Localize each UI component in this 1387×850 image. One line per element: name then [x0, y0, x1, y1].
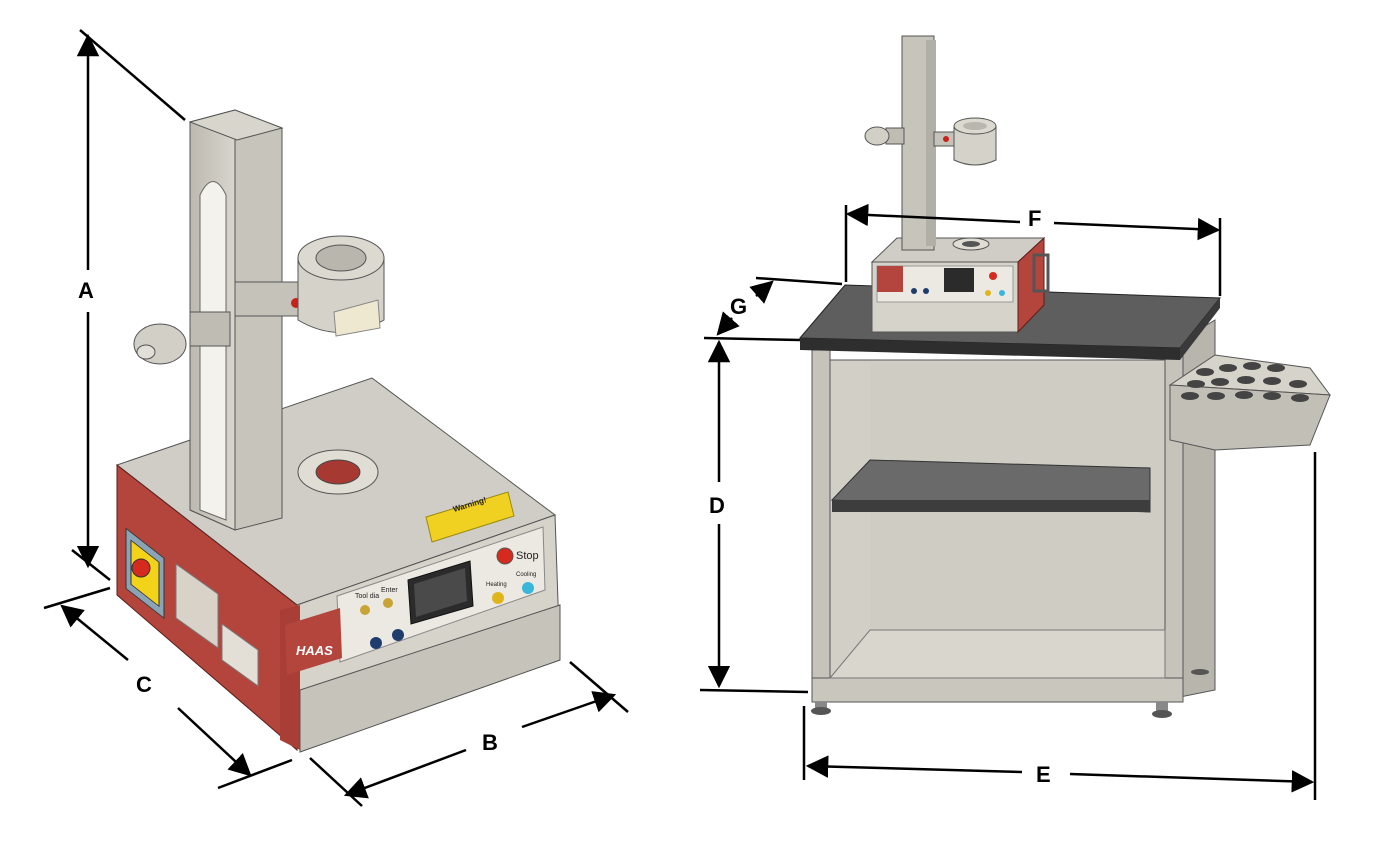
small-coil-hole [963, 122, 987, 130]
right-arrow-button[interactable] [392, 629, 404, 641]
dimension-lines-left: A C B [43, 29, 629, 807]
coil-hole [315, 244, 367, 272]
cooling-button[interactable] [522, 582, 534, 594]
stop-button[interactable] [496, 547, 514, 565]
coil-warning-label [333, 299, 381, 337]
small-unit-btn-2 [923, 288, 929, 294]
small-coil-body [953, 125, 997, 166]
cart-foot-left [815, 702, 827, 710]
main-switch-knob[interactable] [131, 558, 151, 578]
dim-c-extension-left [43, 586, 111, 610]
handle-tip [136, 344, 156, 360]
dim-c-lower [177, 707, 252, 777]
dim-d-extension-bottom [699, 688, 809, 694]
cart-foot-left-pad [811, 707, 831, 715]
column-top [188, 109, 284, 141]
small-unit-logo [877, 266, 903, 292]
cart-bottom-rail [811, 677, 1184, 703]
dim-g-extension-top [755, 276, 843, 286]
heating-label: Heating [486, 582, 507, 588]
cart-floor [828, 629, 1166, 679]
small-unit-side [1017, 236, 1045, 334]
nameplate-label [175, 563, 219, 649]
tool-dia-label: Tool dia [355, 593, 379, 600]
dim-label-c: C [136, 672, 152, 697]
dim-b-upper [521, 691, 617, 729]
column-slot [199, 181, 227, 521]
dim-label-b: B [482, 730, 498, 755]
small-handle-knob [864, 126, 890, 146]
dim-b-lower [343, 748, 467, 799]
cart-tabletop-edge [800, 338, 1180, 360]
unit-base-band [299, 604, 561, 753]
tool-tray-front [1169, 384, 1331, 451]
dim-b-extension-right [569, 661, 629, 713]
small-unit-screen [944, 268, 974, 292]
small-coil-indicator [943, 136, 949, 142]
tool-tray-holes [1181, 362, 1309, 402]
small-unit-heat [985, 290, 991, 296]
dim-c-extension-right [217, 758, 293, 790]
enter-label: Enter [381, 587, 398, 594]
dim-a-extension-bottom [71, 549, 111, 581]
dim-e-right [1069, 770, 1315, 793]
cart-foot-right-pad [1152, 710, 1172, 718]
tool-dia-button[interactable] [360, 605, 370, 615]
display-inner [414, 568, 467, 617]
top-ring-hole [315, 459, 361, 485]
enter-button[interactable] [383, 598, 393, 608]
cart-assembly [798, 35, 1332, 718]
cart-shelf-edge [832, 500, 1150, 512]
dim-label-a: A [78, 278, 94, 303]
small-column-side [926, 40, 936, 246]
small-unit-cool [999, 290, 1005, 296]
stop-label: Stop [516, 550, 539, 562]
dim-label-f: F [1028, 206, 1041, 231]
dim-f-right [1053, 217, 1221, 241]
dim-g-lower [716, 311, 740, 336]
cooling-label: Cooling [516, 572, 536, 578]
handle-arm [189, 311, 231, 347]
haas-logo-text: HAAS [296, 643, 333, 658]
small-unit-btn-1 [911, 288, 917, 294]
dimension-lines-right: F G D E [699, 203, 1317, 800]
small-unit-stop [989, 272, 997, 280]
heating-button[interactable] [492, 592, 504, 604]
cart-foot-right [1156, 702, 1168, 712]
dim-label-d: D [709, 493, 725, 518]
dim-c-upper [60, 604, 129, 661]
warning-sticker [425, 491, 515, 543]
dim-e-left [805, 755, 1023, 778]
cart-foot-back-pad [1191, 669, 1209, 675]
haas-logo-block [285, 608, 342, 675]
cart-tabletop-side [1180, 298, 1220, 360]
dim-d-extension-top [703, 336, 801, 342]
cart-left-post [811, 349, 831, 693]
small-unit-handle [1032, 253, 1050, 293]
spec-label [221, 623, 259, 687]
small-unit-ring-hole [962, 241, 980, 247]
dim-b-extension-left [309, 757, 363, 807]
dim-g-upper [749, 280, 774, 304]
dim-a-extension-top [79, 29, 186, 121]
dim-label-e: E [1036, 762, 1051, 787]
dim-f-left [845, 203, 1021, 227]
shrink-fit-unit: Tool dia Enter Stop Heating Cooling HAAS… [115, 109, 561, 753]
dim-label-g: G [730, 294, 747, 319]
left-arrow-button[interactable] [370, 637, 382, 649]
